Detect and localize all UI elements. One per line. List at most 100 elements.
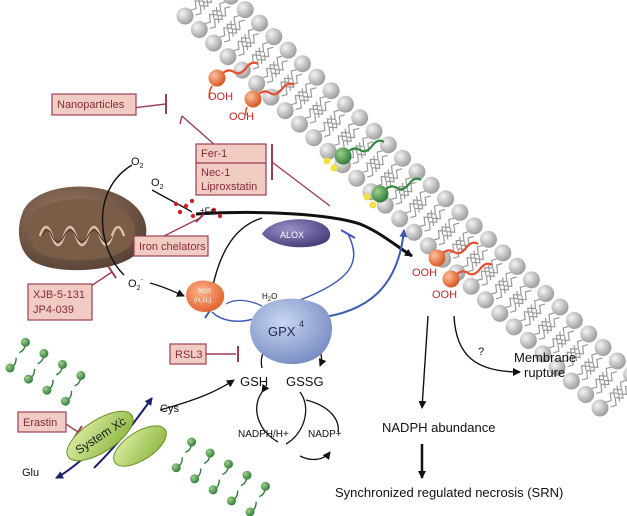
lipid-head: [537, 285, 555, 302]
h2o-label: H2O: [262, 292, 277, 303]
green-lipid-2: [363, 177, 422, 209]
lipid-tail: [326, 109, 341, 127]
lipid-tail: [584, 352, 598, 370]
membrane-rupture-label-1: Membrane: [514, 350, 576, 365]
lipid-head: [465, 217, 483, 235]
ros-label: ROS: [198, 289, 211, 295]
lipid-tail: [505, 290, 519, 309]
lipid-head: [577, 386, 595, 403]
lipid-tail: [510, 295, 524, 313]
lipid-tail: [603, 371, 617, 389]
lipid-head: [279, 41, 297, 59]
lipid-tail: [333, 128, 347, 146]
ooh-label-2: OOH: [229, 111, 254, 123]
lipid-tail: [462, 250, 476, 268]
alox-label: ALOX: [280, 230, 304, 240]
small-lipid-head: [224, 459, 233, 469]
lipid-tail: [324, 119, 338, 138]
small-lipid-head: [24, 374, 33, 384]
alox-enzyme: ALOX: [262, 219, 331, 248]
lipid-tail: [245, 33, 260, 51]
inhibitor-rsl3: RSL3: [169, 343, 207, 365]
lipid-tail: [417, 195, 431, 213]
lipid-tail: [295, 92, 309, 111]
small-lipid-head: [227, 496, 236, 506]
lipid-tail: [303, 87, 317, 105]
lipid-tail: [596, 376, 610, 394]
o2-flow-line: [101, 164, 133, 276]
inhibitor-nanoparticles-label: Nanoparticles: [57, 99, 125, 111]
lipid-head: [505, 318, 523, 336]
lipid-head: [276, 102, 294, 120]
lipid-tail: [447, 236, 462, 255]
nadph-h-label: NADPH/H+: [238, 429, 289, 440]
peroxidation-main-arrow: [195, 210, 413, 258]
system-xc-sup: -: [115, 414, 122, 423]
lipid-head: [551, 298, 569, 316]
lipid-tail: [369, 150, 383, 168]
lipid-tail: [555, 325, 570, 343]
lipid-tail: [217, 6, 231, 24]
lipid-head: [365, 122, 383, 140]
lipid-tail: [290, 88, 304, 106]
lipid-tail: [495, 282, 510, 300]
lipid-head: [494, 244, 512, 262]
inhibitor-liproxstatin-label: Liproxstatin: [201, 181, 257, 193]
lipid-tail: [412, 190, 426, 208]
inhibitor-erastin-label: Erastin: [23, 417, 57, 429]
small-lipid-head: [190, 474, 200, 484]
lipid-tail: [498, 271, 512, 289]
lipid-tail: [403, 181, 417, 199]
lipid-head: [319, 142, 337, 160]
ooh-label-3: OOH: [412, 267, 437, 279]
lipid-tail: [598, 366, 612, 384]
oxidized-lipid-3: [428, 241, 479, 267]
gpx4-inhibit-bar: [340, 229, 356, 239]
lipid-tail: [562, 344, 576, 363]
lipid-tail: [484, 258, 498, 276]
inhibitor-rsl3-label: RSL3: [175, 349, 203, 361]
lipid-tail: [383, 163, 398, 181]
lipid-tail: [309, 106, 324, 124]
lipid-tail: [610, 390, 624, 408]
lipid-tail: [269, 55, 283, 73]
lipid-head: [176, 7, 194, 25]
small-lipid-head: [20, 337, 30, 347]
lipid-tail: [570, 339, 584, 357]
lipid-tail: [317, 100, 331, 118]
lipid-tail: [575, 344, 589, 362]
lipid-tail: [438, 228, 452, 246]
lipid-tail: [395, 187, 409, 205]
iron-particles: [173, 198, 223, 219]
lipid-tail: [223, 25, 238, 43]
lipid-tail: [218, 20, 233, 38]
glu-label: Glu: [22, 467, 39, 479]
gsh-label: GSH: [240, 374, 268, 389]
lipid-tail: [226, 14, 240, 33]
lipid-head: [394, 149, 412, 167]
lipid-head: [348, 169, 366, 187]
lipid-tail: [331, 114, 346, 132]
o2-top-label: O2: [131, 156, 144, 170]
lipid-tail: [538, 322, 553, 340]
lipid-tail: [238, 38, 252, 57]
o2-mid-label: O2: [151, 177, 164, 191]
lipid-head: [391, 210, 409, 228]
small-lipid-head: [42, 385, 52, 395]
lipid-head: [379, 136, 397, 154]
lipid-tail: [298, 82, 312, 100]
nadp-line: [305, 399, 339, 433]
lipid-tail: [441, 217, 455, 235]
gsh-regeneration-arrow: [256, 383, 279, 443]
nadph-oxidation-arrow: [299, 451, 331, 461]
lipid-tail: [410, 201, 424, 219]
xjb-inhibit-bar: [107, 265, 117, 279]
lipid-tail: [469, 244, 484, 262]
lipid-head: [508, 257, 526, 275]
ooh-label-4: OOH: [432, 289, 457, 301]
lipid-tail: [546, 316, 560, 335]
lipid-head: [336, 95, 354, 113]
lipid-head: [408, 163, 426, 181]
lipid-head: [480, 230, 497, 248]
green-lipid-1: [323, 139, 385, 172]
